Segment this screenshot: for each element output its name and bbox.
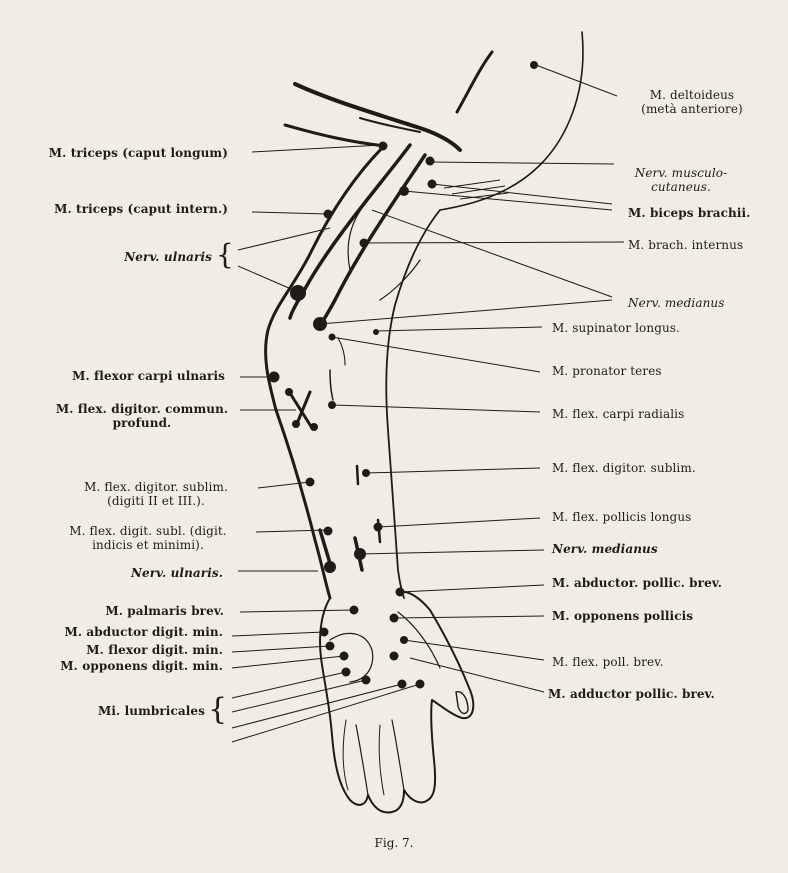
point-flex-carpi-radialis: [328, 401, 336, 409]
point-biceps-b: [399, 186, 409, 196]
label-biceps: M. biceps brachii.: [628, 206, 751, 220]
point-opponens-digit-min: [339, 651, 349, 661]
label-flex-digit-subl-45: M. flex. digit. subl. (digit. indicis et…: [48, 524, 248, 552]
point-lumbricalis-3: [397, 679, 407, 689]
point-ulnaris-upper: [290, 285, 306, 301]
label-flex-pollicis-longus: M. flex. pollicis longus: [552, 510, 692, 524]
label-adductor-pollic-brev: M. adductor pollic. brev.: [548, 687, 715, 701]
hand-outline: [319, 591, 475, 814]
point-flex-poll-brev: [400, 636, 408, 644]
label-lumbricales: Mi. lumbricales: [98, 704, 205, 718]
shoulder-edge: [283, 123, 387, 148]
label-flex-digit-sublim-23: M. flex. digitor. sublim. (digiti II et …: [62, 480, 250, 508]
label-flex-poll-brev: M. flex. poll. brev.: [552, 655, 664, 669]
point-flex-digit-profund-c: [292, 420, 300, 428]
point-abductor-digit-min: [319, 627, 329, 637]
label-abductor-digit-min: M. abductor digit. min.: [64, 625, 223, 639]
label-flex-digitor-sublim: M. flex. digitor. sublim.: [552, 461, 696, 475]
arm-ulnar-contour: [264, 143, 387, 600]
chest-outline: [439, 31, 584, 211]
point-lumbricalis-2: [361, 675, 371, 685]
point-biceps-a: [427, 179, 437, 189]
point-musculocutaneus: [425, 156, 435, 166]
label-deltoideus-line2: (metà anteriore): [641, 102, 743, 116]
point-supinator: [373, 329, 379, 335]
point-medianus-upper: [313, 317, 327, 331]
label-flexor-carpi-ulnaris: M. flexor carpi ulnaris: [72, 369, 225, 383]
point-pronator: [328, 333, 336, 341]
point-lumbricalis-4: [415, 679, 425, 689]
point-flex-digit-profund-a: [285, 388, 293, 396]
point-abductor-pollic: [395, 587, 405, 597]
label-musculocutaneus-line2: cutaneus.: [651, 180, 711, 194]
point-flex-digitor-sublim: [362, 469, 370, 477]
brace-nerv-ulnaris: {: [216, 238, 234, 271]
label-triceps-intern: M. triceps (caput intern.): [54, 202, 228, 216]
label-flex-digit-sublim-23-line1: M. flex. digitor. sublim.: [84, 480, 228, 494]
nerve-ulnaris-cord: [288, 143, 412, 320]
label-brach-internus: M. brach. internus: [628, 238, 744, 252]
label-deltoideus-line1: M. deltoideus: [649, 88, 735, 102]
point-medianus-lower: [354, 548, 366, 560]
label-flex-digit-subl-45-line2: indicis et minimi).: [92, 538, 204, 552]
point-flex-digit-profund-b: [310, 423, 318, 431]
label-nerv-ulnaris-top: Nerv. ulnaris: [124, 250, 212, 264]
point-flexor-carpi-ulnaris: [268, 371, 280, 383]
label-palmaris-brev: M. palmaris brev.: [105, 604, 224, 618]
label-flex-digit-profund: M. flex. digitor. commun. profund.: [52, 402, 232, 430]
point-flexor-digit-min: [325, 641, 335, 651]
label-musculocutaneus: Nerv. musculo- cutaneus.: [618, 166, 744, 194]
label-nerv-medianus-bottom: Nerv. medianus: [552, 542, 658, 556]
label-flex-digit-profund-line2: profund.: [112, 416, 172, 430]
clavicle: [293, 82, 462, 152]
label-pronator-teres: M. pronator teres: [552, 364, 662, 378]
point-opponens-pollicis: [389, 613, 399, 623]
point-triceps-intern: [323, 209, 333, 219]
point-palmaris-brev: [349, 605, 359, 615]
label-deltoideus: M. deltoideus (metà anteriore): [622, 88, 762, 116]
label-musculocutaneus-line1: Nerv. musculo-: [634, 166, 728, 180]
label-flex-digit-sublim-23-line2: (digiti II et III.).: [107, 494, 205, 508]
label-flex-digit-subl-45-line1: M. flex. digit. subl. (digit.: [69, 524, 227, 538]
arm-radial-contour: [385, 209, 441, 599]
point-deltoideus: [530, 61, 538, 69]
point-brach-internus: [359, 238, 369, 248]
point-flex-digit-sublim-23: [305, 477, 315, 487]
label-opponens-digit-min: M. opponens digit. min.: [60, 659, 223, 673]
label-nerv-medianus-top: Nerv. medianus: [628, 296, 725, 310]
label-nerv-ulnaris-bottom: Nerv. ulnaris.: [130, 566, 223, 580]
brace-lumbricales: {: [208, 692, 228, 727]
point-triceps-longum: [378, 141, 388, 151]
figure-caption: Fig. 7.: [374, 836, 414, 850]
label-flexor-digit-min: M. flexor digit. min.: [86, 643, 223, 657]
label-flex-digit-profund-line1: M. flex. digitor. commun.: [55, 402, 229, 416]
point-lumbricalis-1: [341, 667, 351, 677]
point-adductor-pollic: [389, 651, 399, 661]
point-flex-digit-subl-45: [323, 526, 333, 536]
label-supinator-longus: M. supinator longus.: [552, 321, 680, 335]
label-triceps-longum: M. triceps (caput longum): [48, 146, 228, 160]
label-opponens-pollicis: M. opponens pollicis: [552, 609, 694, 623]
point-flex-pollicis-longus: [373, 522, 383, 532]
label-flex-carpi-radialis: M. flex. carpi radialis: [552, 407, 685, 421]
point-ulnaris-lower: [324, 561, 336, 573]
shoulder-outline: [455, 50, 494, 114]
label-abductor-pollic-brev: M. abductor. pollic. brev.: [552, 576, 722, 590]
